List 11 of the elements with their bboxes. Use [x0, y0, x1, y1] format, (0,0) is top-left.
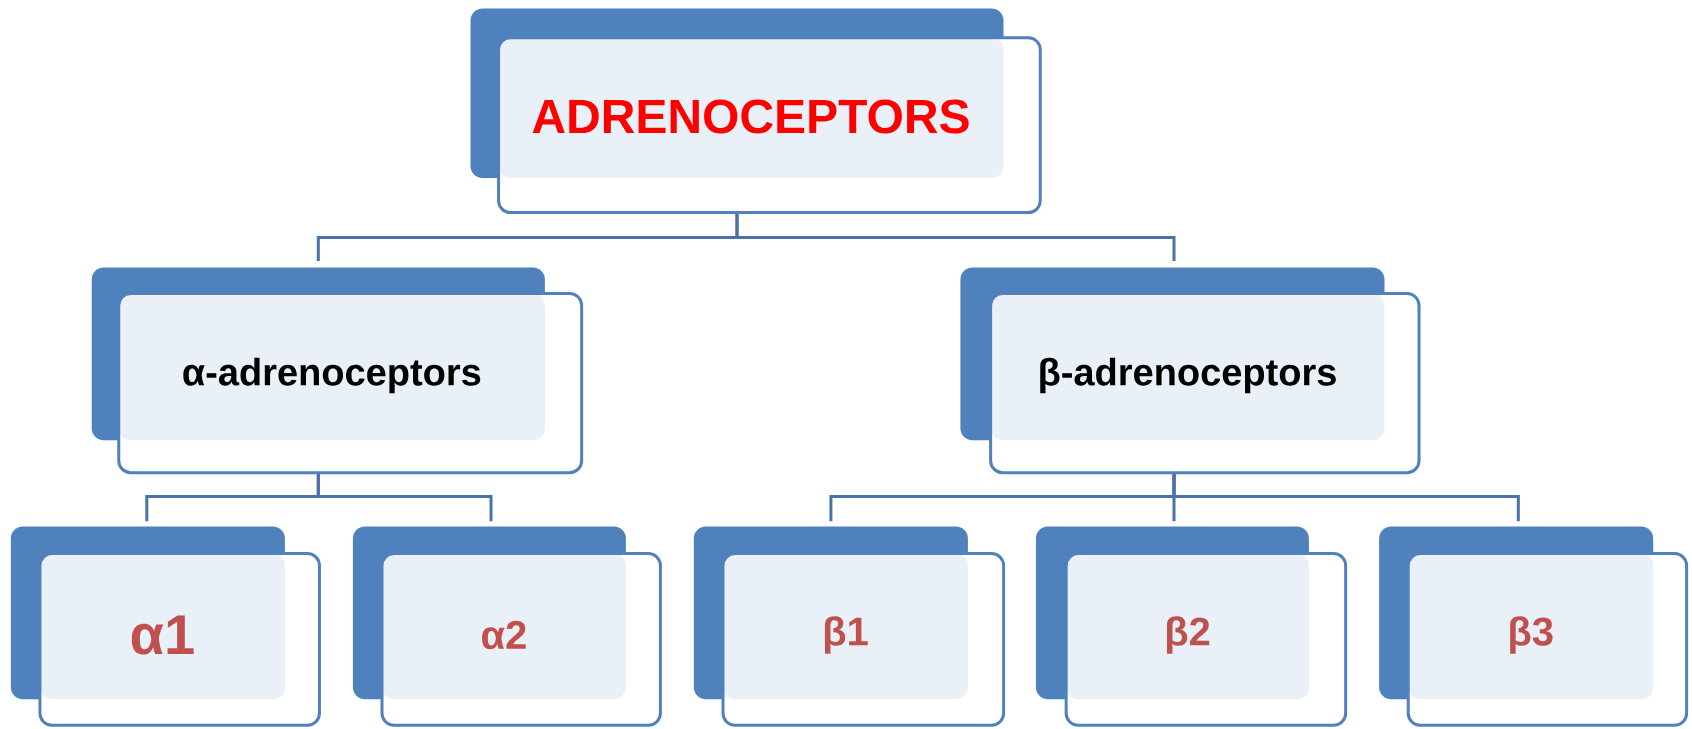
- tab-box: α1: [10, 526, 321, 727]
- tab-box: β2: [1035, 526, 1348, 727]
- tab-box: α2: [352, 526, 662, 727]
- connector-line: [1172, 472, 1520, 522]
- tab-box: β1: [693, 526, 1006, 727]
- tab-box: β-adrenoceptors: [960, 267, 1421, 475]
- tab-box: α-adrenoceptors: [91, 267, 584, 475]
- tab-box: β3: [1379, 526, 1689, 727]
- tab-box: ADRENOCEPTORS: [470, 8, 1042, 215]
- connector-line: [316, 472, 493, 522]
- connector-line: [735, 212, 1176, 262]
